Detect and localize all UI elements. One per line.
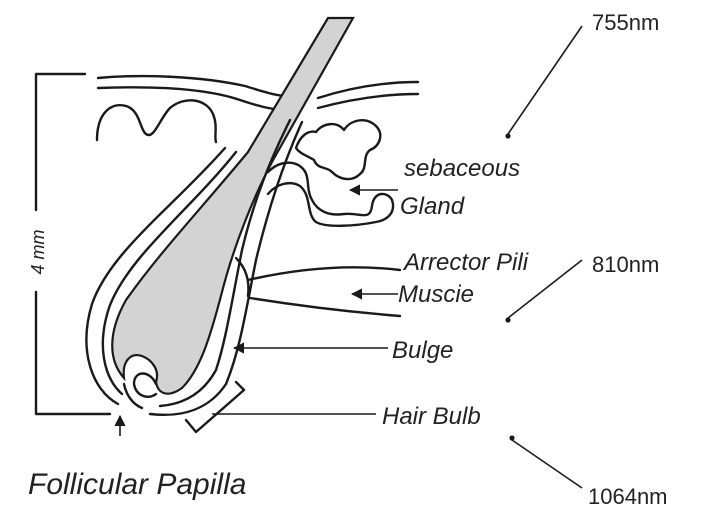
wavelength-810-label: 810nm	[592, 252, 659, 277]
hair-bulb-bracket	[186, 382, 244, 432]
arrector-pili-label: Arrector Pili	[402, 249, 529, 276]
sebaceous-label: sebaceous	[404, 155, 520, 182]
follicular-papilla-label: Follicular Papilla	[28, 468, 246, 501]
hair-bulb-label: Hair Bulb	[382, 403, 481, 430]
bulge-label: Bulge	[392, 337, 453, 364]
gland-label: Gland	[400, 193, 465, 220]
arrector-pili-muscle	[236, 258, 400, 316]
wavelength-1064-label: 1064nm	[588, 484, 668, 507]
muscle-label: Muscie	[398, 281, 474, 308]
wavelength-755-label: 755nm	[592, 10, 659, 35]
skin-surface	[98, 76, 418, 110]
dermal-papillae-wave	[97, 100, 216, 142]
depth-label: 4 mm	[28, 229, 48, 274]
